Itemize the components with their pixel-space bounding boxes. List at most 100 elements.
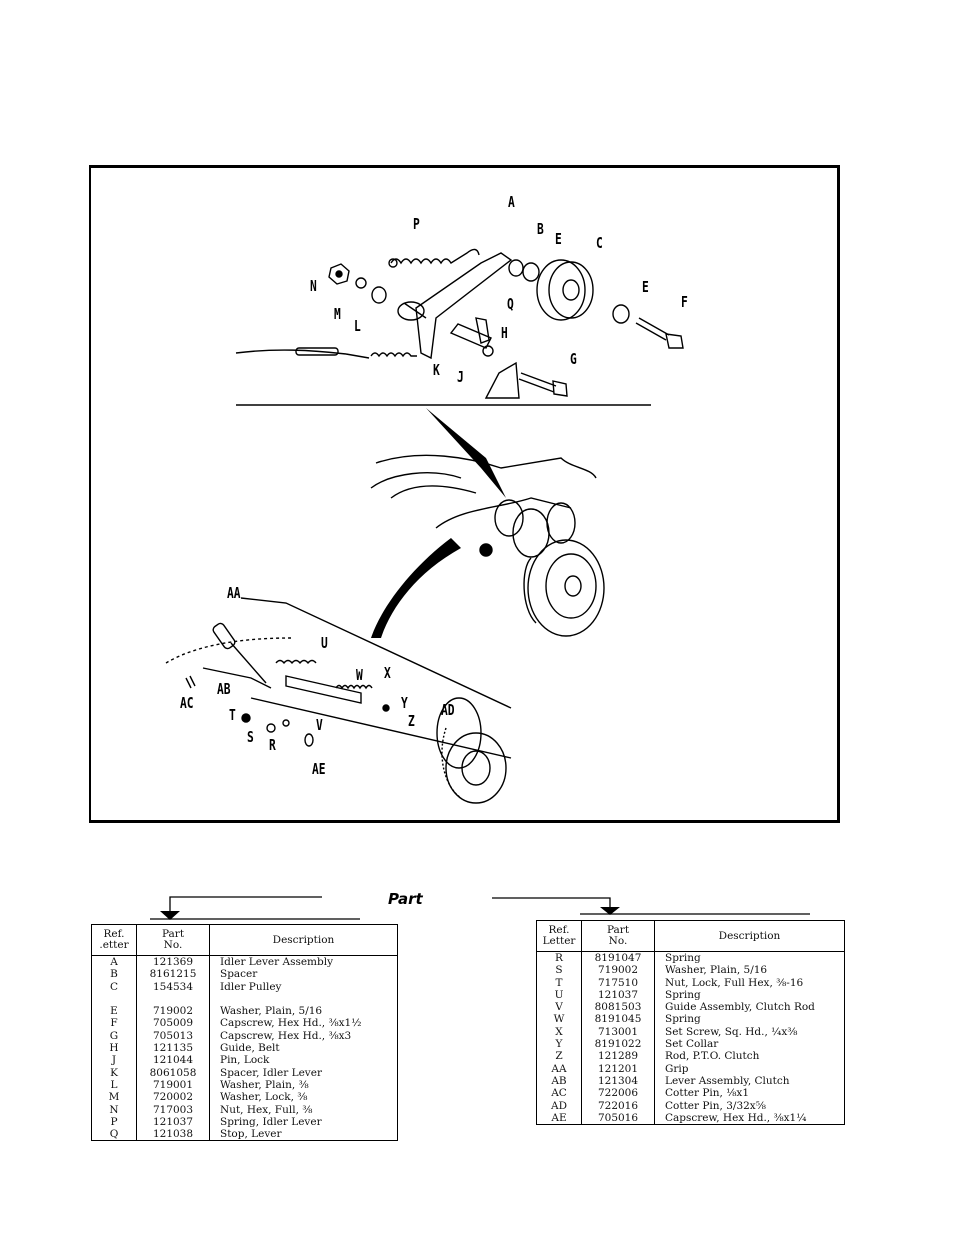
part-number: 121135 [136,1042,210,1055]
ref-letter: J [91,1054,137,1067]
ref-letter: Q [91,1128,137,1141]
table-row [91,992,398,1006]
part-number: 121369 [136,955,210,969]
callout-H: H [501,324,508,342]
part-description: Spacer, Idler Lever [220,1066,322,1079]
callout-X: X [384,664,391,682]
callout-S: S [247,728,254,746]
parts-diagram [165,248,684,804]
ref-letter: AE [536,1111,582,1125]
part-number: 719001 [136,1078,210,1092]
ref-letter: T [536,976,582,989]
callout-AD: AD [441,701,455,719]
ref-letter: M [91,1091,137,1104]
description-header: Description [209,924,398,956]
ref-letter: A [91,955,137,969]
part-description: Lever Assembly, Clutch [665,1074,790,1087]
ref-letter: C [91,980,137,993]
exploded-view-figure: P A B E C N M L Q E F H K J G AA U W X A… [89,165,840,823]
callout-U: U [321,634,328,652]
ref-letter: L [91,1078,137,1092]
part-number: 705013 [136,1029,210,1043]
belt-guide [484,361,520,399]
callout-AE: AE [312,760,326,778]
ref-letter: V [536,1001,582,1014]
ref-letter: AB [536,1074,582,1088]
ref-letter: AC [536,1087,582,1100]
part-number: 121044 [136,1054,210,1067]
ref-letter: AD [536,1099,582,1112]
callout-C: C [596,234,603,252]
callout-F: F [681,293,688,311]
part-number: 705016 [581,1111,655,1125]
part-number: 717003 [136,1103,210,1116]
callout-T: T [229,706,236,724]
part-description: Nut, Lock, Full Hex, ⅜-16 [665,976,804,989]
bracket-arrows [150,896,810,920]
part-description: Nut, Hex, Full, ⅜ [220,1103,313,1116]
arrow-down-right-icon [600,907,620,915]
callout-B: B [537,220,544,238]
part-description: Capscrew, Hex Hd., ⅜x1½ [220,1017,362,1030]
part-description: Capscrew, Hex Hd., ⅜x3 [220,1029,352,1042]
callout-Q: Q [507,295,514,313]
parts-list-heading: Part [388,890,423,908]
part-description: Cotter Pin, 3/32x⅝ [665,1099,766,1112]
ref-letter: P [91,1115,137,1129]
ref-letter-header: Ref.Letter [536,920,582,952]
part-number: 719002 [581,964,655,977]
idler-pulley [536,259,586,321]
description-header: Description [654,920,845,952]
ref-letter: F [91,1017,137,1030]
part-description [210,993,398,1005]
cable-spring [370,352,417,358]
part-description: Spacer [220,968,258,981]
part-description: Grip [665,1062,689,1075]
clutch-cable [235,349,347,355]
part-number: 8191047 [581,951,655,965]
part-description: Spring [665,988,701,1001]
part-number: 8081503 [581,1001,655,1014]
ref-letter: B [91,968,137,981]
part-description: Set Screw, Sq. Hd., ¼x⅜ [665,1025,798,1038]
callout-M: M [334,305,341,323]
ref-letter-header: Ref..etter [91,924,137,956]
part-number: 720002 [136,1091,210,1104]
part-number: 121037 [136,1115,210,1129]
callout-AA: AA [227,584,241,602]
callout-J: J [457,368,464,386]
part-number: 154534 [136,980,210,993]
part-number: 705009 [136,1017,210,1030]
ref-letter: Z [536,1050,582,1063]
callout-W: W [356,666,363,684]
part-description: Spring, Idler Lever [220,1115,322,1128]
part-description: Guide, Belt [220,1042,280,1055]
part-description: Stop, Lever [220,1128,282,1141]
ref-letter: W [536,1013,582,1026]
callout-A: A [508,193,515,211]
ref-letter: K [91,1066,137,1079]
callout-AB: AB [217,680,231,698]
part-description: Set Collar [665,1038,719,1051]
part-number: 719002 [136,1005,210,1018]
part-description: Rod, P.T.O. Clutch [665,1050,760,1063]
part-description: Spring [665,952,701,964]
part-number: 8191022 [581,1038,655,1051]
ref-letter: R [536,951,582,965]
